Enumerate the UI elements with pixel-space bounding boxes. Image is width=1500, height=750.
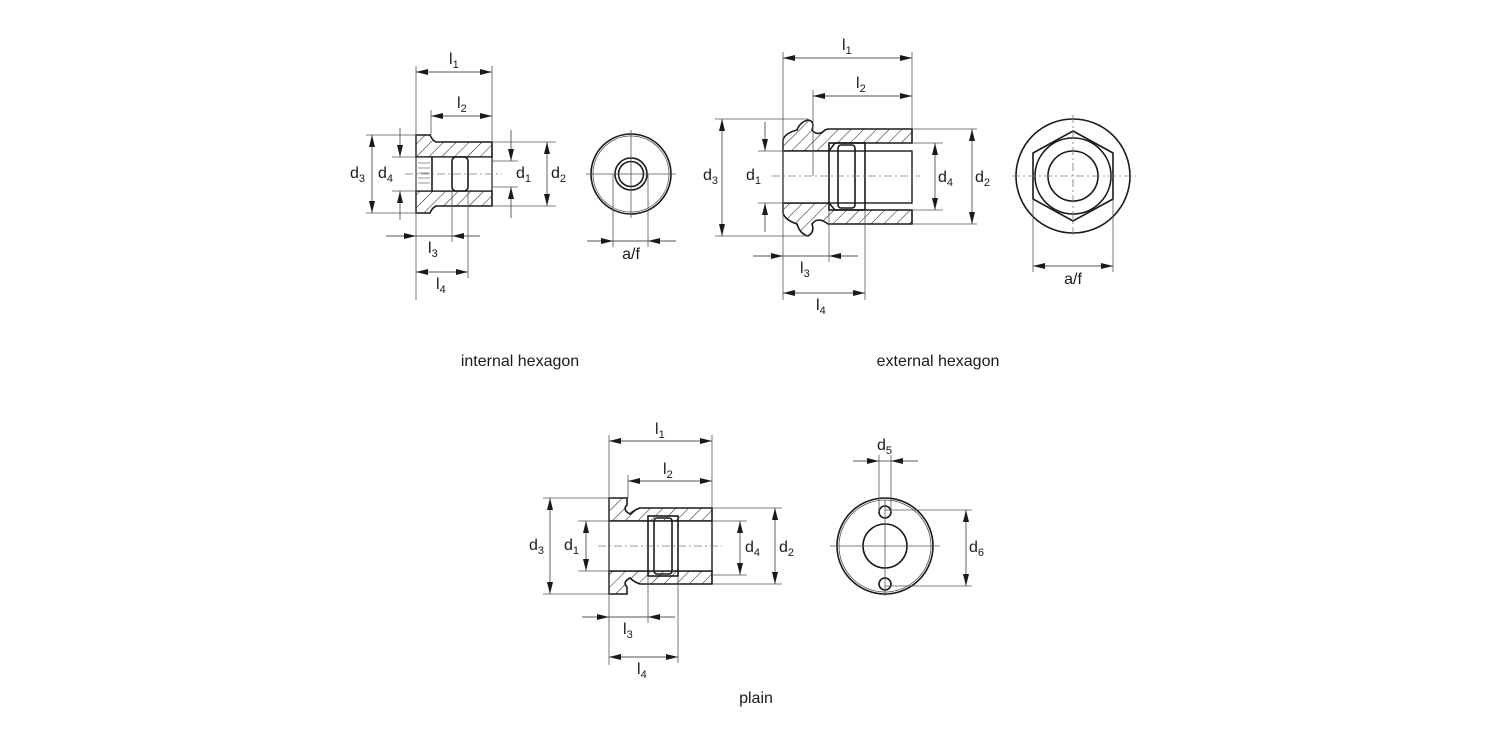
dim-label-l1: l1 bbox=[655, 421, 665, 441]
dim-label-l3: l3 bbox=[623, 621, 633, 641]
dim-label-d3: d3 bbox=[703, 167, 718, 187]
dim-label-d6: d6 bbox=[969, 539, 984, 559]
dim-label-l4: l4 bbox=[637, 661, 647, 681]
sleeve-wall-top bbox=[608, 497, 713, 522]
caption-plain: plain bbox=[739, 690, 773, 707]
internal-hexagon-end-view: a/f bbox=[586, 130, 676, 263]
dim-label-d1: d1 bbox=[516, 165, 531, 185]
dim-label-l4: l4 bbox=[436, 276, 446, 296]
dim-label-d4: d4 bbox=[938, 169, 953, 189]
dim-label-l3: l3 bbox=[800, 260, 810, 280]
dim-label-l2: l2 bbox=[457, 95, 467, 115]
dim-label-af: a/f bbox=[622, 246, 640, 263]
dim-label-l1: l1 bbox=[842, 37, 852, 57]
external-hexagon-end-view: a/f bbox=[1012, 115, 1136, 288]
internal-hexagon-section-view: l1 l2 l3 l4 d3 d4 d1 d2 bbox=[350, 51, 566, 300]
dim-label-l1: l1 bbox=[449, 51, 459, 71]
dim-label-l2: l2 bbox=[856, 75, 866, 95]
dim-label-l4: l4 bbox=[816, 297, 826, 317]
dim-label-d4: d4 bbox=[378, 165, 393, 185]
caption-internal-hexagon: internal hexagon bbox=[461, 353, 579, 370]
dim-label-l2: l2 bbox=[663, 461, 673, 481]
dim-label-d5: d5 bbox=[877, 437, 892, 457]
dim-label-af: a/f bbox=[1064, 271, 1082, 288]
plain-section-view: l1 l2 l3 l4 d3 d1 d4 d2 bbox=[529, 421, 794, 681]
sleeve-wall-top bbox=[782, 119, 913, 152]
plain-end-view: d5 d6 bbox=[830, 437, 984, 596]
dim-label-d2: d2 bbox=[551, 165, 566, 185]
dim-label-d2: d2 bbox=[975, 169, 990, 189]
dim-label-d4: d4 bbox=[745, 539, 760, 559]
dim-label-d1: d1 bbox=[746, 167, 761, 187]
dim-label-d2: d2 bbox=[779, 539, 794, 559]
caption-external-hexagon: external hexagon bbox=[877, 353, 1000, 370]
dim-label-d1: d1 bbox=[564, 537, 579, 557]
sleeve-wall-bottom bbox=[782, 202, 913, 237]
sleeve-wall-bottom bbox=[415, 190, 493, 214]
sleeve-wall-top bbox=[415, 134, 493, 158]
dim-label-d3: d3 bbox=[350, 165, 365, 185]
external-hexagon-section-view: l1 l2 l3 l4 d3 d1 d4 d2 bbox=[703, 37, 990, 317]
dim-label-d3: d3 bbox=[529, 537, 544, 557]
dim-label-l3: l3 bbox=[428, 240, 438, 260]
sleeve-wall-bottom bbox=[608, 570, 713, 595]
